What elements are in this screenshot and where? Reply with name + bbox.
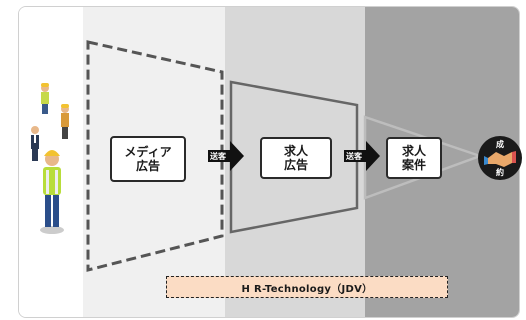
stage-box-job-ad: 求人 広告 [260,137,332,179]
arrow-label-2: 送客 [346,152,362,161]
funnel-stage-1 [86,40,224,272]
hr-technology-label: H R-Technology（JDV） [241,283,373,295]
funnel-stage-2 [229,80,359,234]
hr-technology-bar: H R-Technology（JDV） [166,276,448,298]
stage-box-job-offer: 求人 案件 [386,137,442,179]
arrow-label-1: 送客 [210,152,226,161]
outcome-label-top: 成 [496,140,504,149]
outcome-label-bottom: 約 [496,168,504,177]
candidates-illustration [31,83,69,234]
arrow-1 [208,141,244,171]
stage-box-media-ad: メディア 広告 [110,136,186,182]
arrow-2 [344,141,380,171]
